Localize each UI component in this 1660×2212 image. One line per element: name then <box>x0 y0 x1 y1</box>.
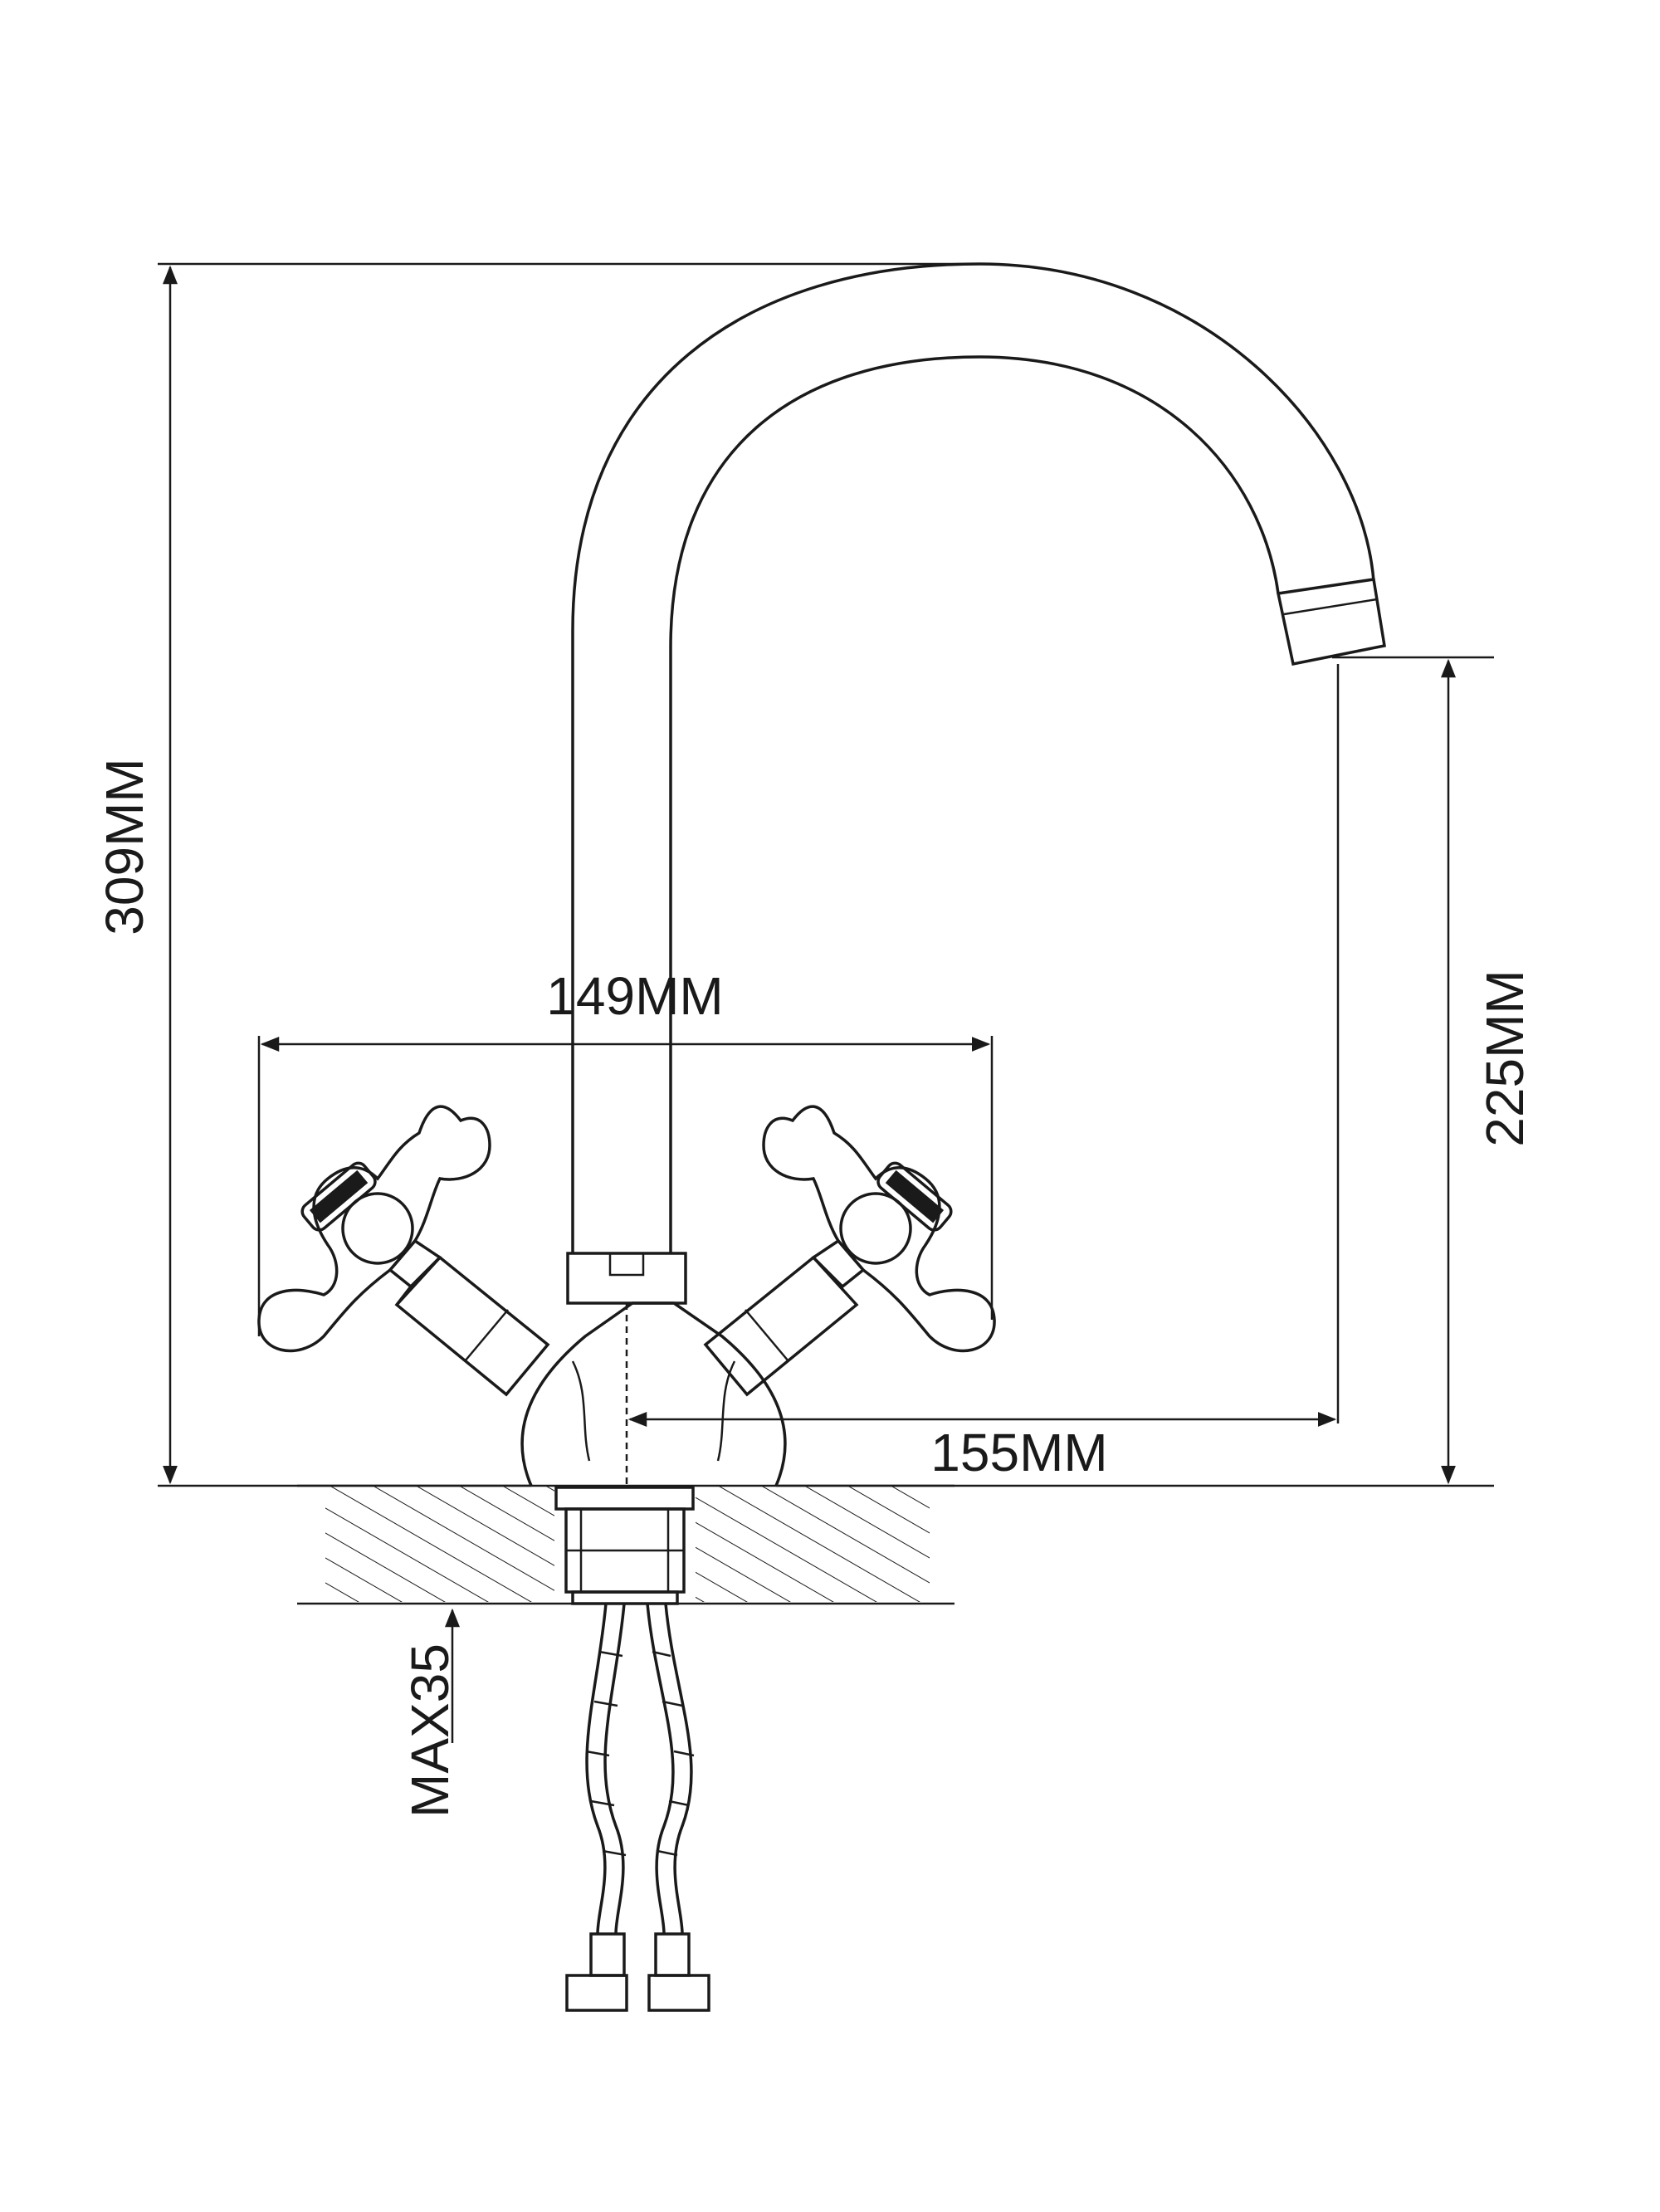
mounting-nut <box>554 1486 695 1605</box>
spout-height-label: 225MM <box>1475 969 1535 1146</box>
countertop-section <box>297 1484 954 1605</box>
counter-thickness-label: MAX35 <box>400 1643 460 1818</box>
dimension-total-height <box>158 262 979 1487</box>
dimension-spout-reach <box>627 664 1340 1427</box>
total-height-label: 309MM <box>95 758 154 935</box>
dimension-handle-span <box>257 1036 994 1336</box>
handle-span-label: 149MM <box>546 966 723 1026</box>
faucet-body <box>520 1252 787 1487</box>
left-valve <box>388 1238 550 1397</box>
left-cross-handle <box>257 1105 491 1353</box>
right-cross-handle <box>762 1105 996 1353</box>
flex-hoses <box>565 1603 710 2012</box>
spout <box>571 262 1386 1253</box>
right-valve <box>703 1238 866 1397</box>
spout-reach-label: 155MM <box>930 1423 1107 1482</box>
dimension-spout-height <box>776 656 1494 1487</box>
